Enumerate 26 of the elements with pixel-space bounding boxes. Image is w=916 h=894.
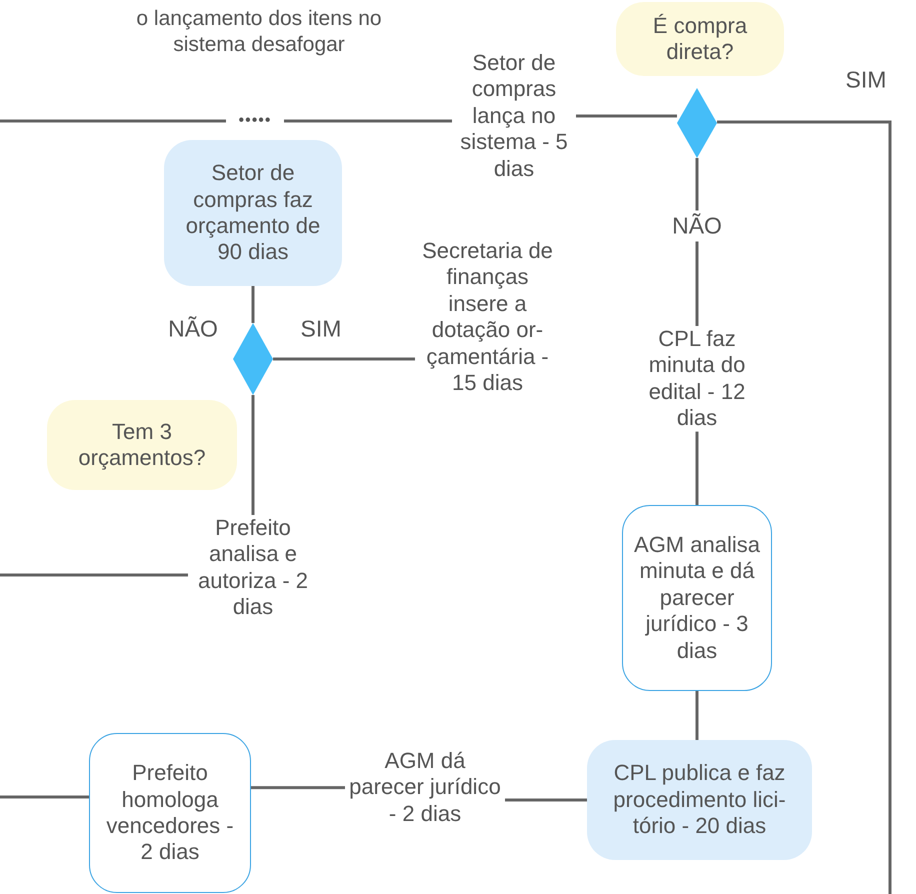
process-box: Prefeito homologa vencedores - 2 dias — [89, 733, 251, 893]
connector-line — [284, 120, 452, 122]
process-box: CPL publica e faz procedimento lici-tório - 20 dias — [587, 740, 812, 860]
connector-line — [696, 691, 698, 740]
step-text: Secretaria de finanças insere a dotação or-çamentária - 15 dias — [415, 238, 560, 396]
connector-line — [696, 432, 698, 505]
step-text: CPL faz minuta do edital - 12 dias — [632, 326, 762, 432]
question-note: Tem 3 orçamentos? — [47, 400, 237, 490]
connector-line — [0, 120, 226, 122]
connector-line — [576, 114, 677, 118]
connector-line — [251, 786, 345, 790]
connector-line — [0, 574, 188, 576]
ellipsis-text: ••••• — [226, 110, 284, 132]
connector-line — [717, 120, 892, 894]
process-box: AGM analisa minuta e dá parecer jurídico - 3 dias — [622, 505, 772, 691]
step-text: AGM dá parecer jurídico - 2 dias — [345, 748, 505, 828]
process-box: Setor de compras faz orçamento de 90 dias — [164, 140, 342, 286]
connector-line — [252, 395, 254, 515]
connector-line — [273, 358, 415, 360]
step-text: Prefeito analisa e autoriza - 2 dias — [188, 515, 318, 621]
note-text: o lançamento dos itens no sistema desafogar — [135, 6, 383, 58]
step-text: Setor de compras lança no sistema - 5 dias — [452, 50, 576, 182]
connector-line — [0, 796, 89, 798]
connector-line — [252, 286, 254, 323]
question-note: É compra direta? — [616, 2, 784, 76]
connector-line — [505, 798, 587, 802]
